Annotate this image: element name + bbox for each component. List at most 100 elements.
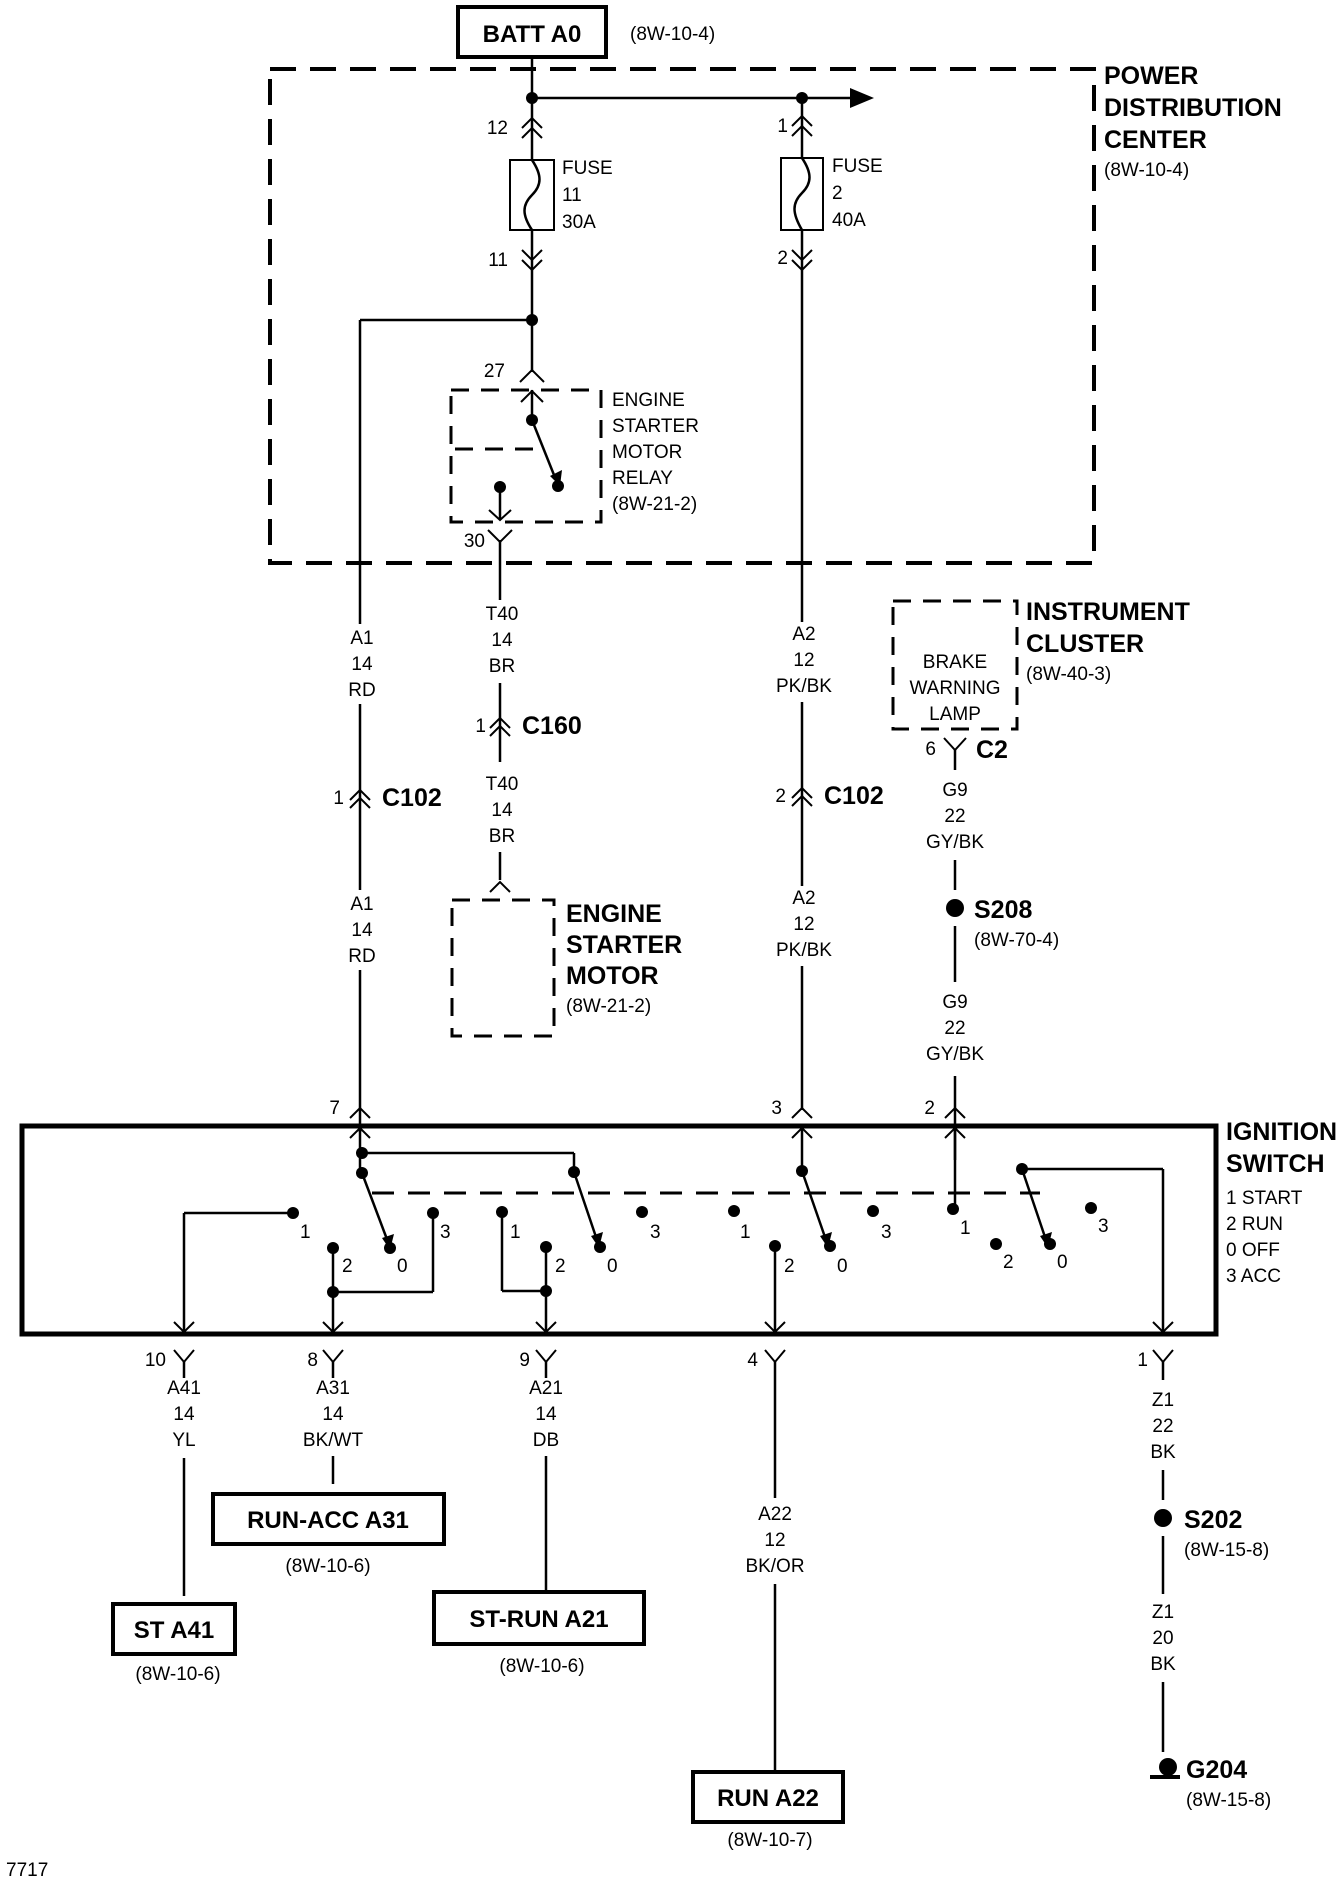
wire-label-a1-lower: A1 14 RD bbox=[348, 894, 375, 967]
ignition-pin-10[interactable]: 10 bbox=[145, 1349, 195, 1378]
svg-text:(8W-21-2): (8W-21-2) bbox=[566, 996, 651, 1017]
svg-text:C102: C102 bbox=[382, 784, 442, 812]
svg-text:2: 2 bbox=[1003, 1252, 1014, 1273]
fuse2-pin-in: 1 bbox=[777, 116, 788, 137]
svg-text:MOTOR: MOTOR bbox=[612, 442, 682, 463]
svg-text:C2: C2 bbox=[976, 736, 1008, 764]
instrument-cluster[interactable] bbox=[891, 599, 1019, 731]
ignition-position-labels: 1 2 0 3 1 2 0 3 1 2 0 3 1 2 0 3 bbox=[300, 1216, 1109, 1277]
svg-text:GY/BK: GY/BK bbox=[926, 832, 984, 853]
connector-c102-a1[interactable]: 1 C102 bbox=[333, 784, 441, 812]
relay-label: ENGINE STARTER MOTOR RELAY (8W-21-2) bbox=[612, 390, 699, 515]
svg-text:2: 2 bbox=[342, 1256, 353, 1277]
svg-text:(8W-40-3): (8W-40-3) bbox=[1026, 664, 1111, 685]
svg-text:A22: A22 bbox=[758, 1504, 792, 1525]
wire-label-g9-lower: G9 22 GY/BK bbox=[926, 992, 984, 1065]
wire-label-a21: A21 14 DB bbox=[529, 1378, 563, 1451]
relay-pin-27: 27 bbox=[484, 361, 505, 382]
svg-text:(8W-15-8): (8W-15-8) bbox=[1184, 1540, 1269, 1561]
wire-label-t40-lower: T40 14 BR bbox=[486, 774, 519, 847]
run-acc-a31-box[interactable]: RUN-ACC A31 bbox=[211, 1492, 446, 1546]
fuse11-label: FUSE 11 30A bbox=[562, 158, 613, 233]
run-a22-box[interactable]: RUN A22 bbox=[691, 1770, 845, 1824]
svg-text:2: 2 bbox=[775, 786, 786, 807]
svg-text:14: 14 bbox=[322, 1404, 344, 1425]
ignition-pin-7[interactable]: 7 bbox=[329, 1098, 371, 1119]
svg-text:MOTOR: MOTOR bbox=[566, 962, 659, 990]
svg-text:STARTER: STARTER bbox=[612, 416, 699, 437]
svg-text:1: 1 bbox=[510, 1222, 521, 1243]
ignition-pin-1[interactable]: 1 bbox=[1137, 1349, 1174, 1380]
connector-c2[interactable]: 6 C2 bbox=[925, 736, 1008, 770]
svg-text:RD: RD bbox=[348, 946, 375, 967]
st-a41-box[interactable]: ST A41 bbox=[111, 1602, 237, 1656]
svg-text:S208: S208 bbox=[974, 896, 1032, 924]
svg-text:G204: G204 bbox=[1186, 1756, 1247, 1784]
svg-text:ENGINE: ENGINE bbox=[612, 390, 685, 411]
svg-text:2: 2 bbox=[555, 1256, 566, 1277]
svg-text:1 START: 1 START bbox=[1226, 1188, 1303, 1209]
svg-text:9: 9 bbox=[519, 1350, 530, 1371]
svg-text:2: 2 bbox=[924, 1098, 935, 1119]
svg-text:1: 1 bbox=[1137, 1350, 1148, 1371]
ignition-switch-body[interactable] bbox=[19, 1123, 1219, 1337]
svg-text:PK/BK: PK/BK bbox=[776, 940, 832, 961]
svg-text:FUSE: FUSE bbox=[562, 158, 613, 179]
ignition-pin-2[interactable]: 2 bbox=[924, 1098, 966, 1119]
svg-text:3: 3 bbox=[771, 1098, 782, 1119]
fuse-11[interactable] bbox=[509, 98, 555, 320]
svg-text:30A: 30A bbox=[562, 212, 596, 233]
svg-text:S202: S202 bbox=[1184, 1506, 1242, 1534]
batt-a0-label: BATT A0 bbox=[483, 21, 582, 48]
svg-text:22: 22 bbox=[944, 806, 965, 827]
engine-starter-motor-relay[interactable] bbox=[449, 320, 603, 580]
svg-text:3: 3 bbox=[881, 1222, 892, 1243]
svg-text:A21: A21 bbox=[529, 1378, 563, 1399]
svg-text:RUN-ACC A31: RUN-ACC A31 bbox=[247, 1507, 409, 1534]
st-ref: (8W-10-6) bbox=[135, 1664, 220, 1685]
splice-s208[interactable]: S208 (8W-70-4) bbox=[946, 896, 1059, 951]
svg-text:WARNING: WARNING bbox=[909, 678, 1000, 699]
ignition-pin-3[interactable]: 3 bbox=[771, 1098, 813, 1119]
ignition-pin-9[interactable]: 9 bbox=[519, 1349, 557, 1378]
fuse2-pin-out: 2 bbox=[777, 248, 788, 269]
svg-text:1: 1 bbox=[333, 788, 344, 809]
svg-text:ST-RUN A21: ST-RUN A21 bbox=[469, 1606, 608, 1633]
wire-label-z1-lower: Z1 20 BK bbox=[1150, 1602, 1176, 1675]
ignition-legend: 1 START 2 RUN 0 OFF 3 ACC bbox=[1226, 1188, 1303, 1287]
svg-text:14: 14 bbox=[491, 800, 513, 821]
st-run-a21-box[interactable]: ST-RUN A21 bbox=[432, 1590, 646, 1646]
ignition-internal-wiring bbox=[173, 1126, 1174, 1334]
svg-text:IGNITION: IGNITION bbox=[1226, 1118, 1337, 1146]
connector-c160[interactable]: 1 C160 bbox=[475, 712, 581, 740]
svg-text:FUSE: FUSE bbox=[832, 156, 883, 177]
connector-c102-a2[interactable]: 2 C102 bbox=[775, 782, 883, 810]
svg-text:ST A41: ST A41 bbox=[134, 1617, 214, 1644]
svg-text:ENGINE: ENGINE bbox=[566, 900, 662, 928]
svg-text:3: 3 bbox=[650, 1222, 661, 1243]
fuse11-pin-out: 11 bbox=[488, 250, 508, 271]
batt-ref: (8W-10-4) bbox=[630, 24, 715, 45]
svg-text:CLUSTER: CLUSTER bbox=[1026, 630, 1144, 658]
engine-starter-motor[interactable] bbox=[450, 880, 556, 1038]
ignition-pin-8[interactable]: 8 bbox=[307, 1349, 344, 1378]
batt-a0-box[interactable]: BATT A0 bbox=[456, 5, 608, 59]
svg-text:0: 0 bbox=[1057, 1252, 1068, 1273]
svg-text:CENTER: CENTER bbox=[1104, 126, 1207, 154]
figure-id: 7717 bbox=[6, 1860, 48, 1881]
ignition-pin-4[interactable]: 4 bbox=[747, 1349, 786, 1498]
svg-text:BRAKE: BRAKE bbox=[923, 652, 987, 673]
ignition-switch-title: IGNITION SWITCH bbox=[1226, 1118, 1337, 1178]
svg-text:3: 3 bbox=[440, 1222, 451, 1243]
svg-text:A2: A2 bbox=[792, 888, 815, 909]
svg-text:2: 2 bbox=[784, 1256, 795, 1277]
svg-text:GY/BK: GY/BK bbox=[926, 1044, 984, 1065]
ground-g204[interactable]: G204 (8W-15-8) bbox=[1150, 1756, 1271, 1811]
svg-text:DISTRIBUTION: DISTRIBUTION bbox=[1104, 94, 1282, 122]
svg-text:STARTER: STARTER bbox=[566, 931, 682, 959]
splice-s202[interactable]: S202 (8W-15-8) bbox=[1154, 1506, 1269, 1561]
svg-text:6: 6 bbox=[925, 739, 936, 760]
fuse2-label: FUSE 2 40A bbox=[832, 156, 883, 231]
svg-text:INSTRUMENT: INSTRUMENT bbox=[1026, 598, 1190, 626]
svg-text:2 RUN: 2 RUN bbox=[1226, 1214, 1283, 1235]
